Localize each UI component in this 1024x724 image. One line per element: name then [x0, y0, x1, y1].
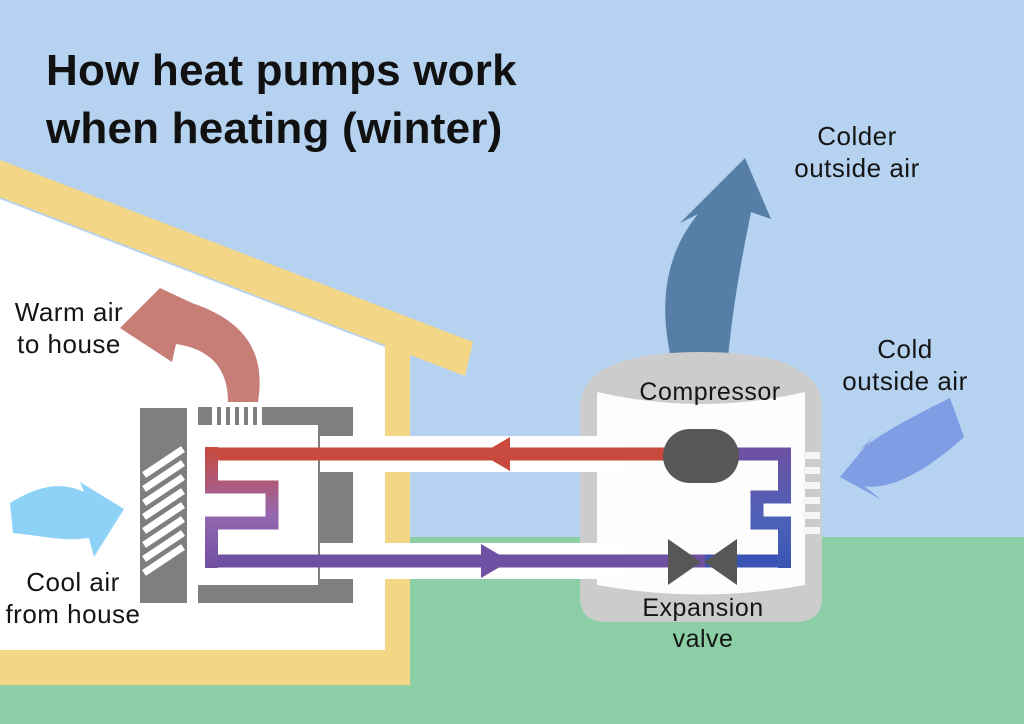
indoor-unit-vent-slats-icon	[142, 446, 185, 576]
expansion-valve-label: Expansion valve	[642, 594, 764, 653]
indoor-unit-bottom-bar	[198, 585, 353, 603]
colder-outside-air-arrow-icon	[665, 158, 771, 358]
cold-outside-air-arrow-icon	[840, 398, 964, 500]
outdoor-unit-panel	[597, 392, 805, 595]
house-wall	[385, 345, 410, 685]
indoor-unit-top-bar	[198, 407, 353, 425]
warm-air-arrow-icon	[120, 288, 260, 402]
indoor-coil	[205, 447, 279, 568]
page-title: How heat pumps work when heating (winter…	[46, 46, 517, 154]
house-roof	[0, 160, 473, 376]
hot-pipe-arrowhead-icon	[481, 437, 510, 471]
expansion-valve-icon	[668, 539, 737, 585]
indoor-unit-top-vent-icon	[212, 407, 262, 425]
warm-air-label: Warm air to house	[14, 297, 124, 360]
colder-outside-air-label: Colder outside air	[794, 121, 920, 184]
compressor-label: Compressor	[639, 378, 781, 406]
cool-air-arrow-icon	[10, 482, 124, 557]
outdoor-unit-vent-icon	[803, 452, 820, 534]
cool-air-label: Cool air from house	[5, 567, 141, 630]
house-floor	[0, 650, 410, 685]
hot-refrigerant-pipe	[205, 447, 668, 461]
compressor-icon	[663, 429, 739, 483]
cold-outside-air-label: Cold outside air	[842, 334, 968, 397]
return-refrigerant-pipe	[205, 554, 705, 568]
outdoor-coil	[737, 447, 791, 568]
return-pipe-arrowhead-icon	[481, 544, 510, 578]
